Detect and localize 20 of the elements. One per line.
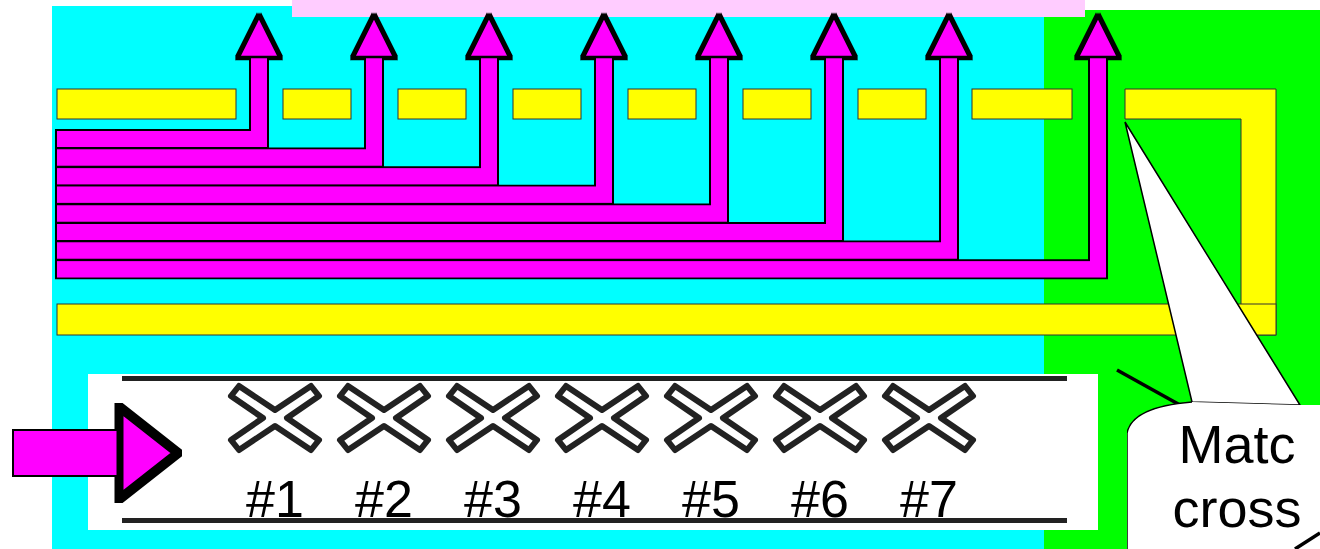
station-number: #4 [573, 470, 631, 528]
station-number: #5 [682, 470, 740, 528]
arrow [57, 15, 281, 147]
callout-text: Matc cross [1171, 413, 1303, 540]
arrow [57, 15, 396, 166]
station-number: #3 [464, 470, 522, 528]
station-number: #7 [900, 470, 958, 528]
target-box [292, 0, 1085, 17]
arrow [57, 15, 1120, 278]
arrow [57, 15, 511, 185]
arrow [57, 15, 741, 222]
arrow [57, 15, 971, 259]
arrow [57, 15, 856, 240]
station-number: #2 [355, 470, 413, 528]
station-number: #1 [246, 470, 304, 528]
arrow [14, 405, 180, 501]
callout-bubble [1127, 400, 1320, 549]
station-number: #6 [791, 470, 849, 528]
station-panel [178, 374, 1098, 530]
arrow [57, 15, 626, 203]
